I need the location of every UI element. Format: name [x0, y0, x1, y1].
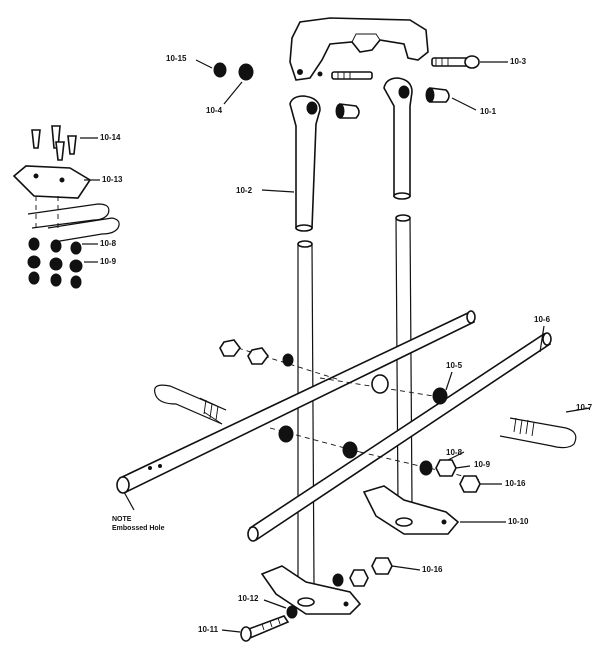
label-10-8-inset: 10-8 — [100, 239, 117, 248]
label-10-5: 10-5 — [446, 361, 463, 370]
label-10-1: 10-1 — [480, 107, 497, 116]
top-bracket — [289, 17, 429, 81]
left-leg — [297, 240, 315, 585]
label-10-2: 10-2 — [236, 186, 253, 195]
label-10-11: 10-11 — [198, 625, 219, 634]
label-10-14: 10-14 — [100, 133, 121, 142]
label-10-15: 10-15 — [166, 54, 187, 63]
label-10-16-right: 10-16 — [505, 479, 526, 488]
embossed-hole-note: NOTE Embossed Hole — [112, 516, 165, 534]
center-bolt — [331, 71, 373, 80]
label-10-8: 10-8 — [446, 448, 463, 457]
hardware-cluster-upper — [219, 339, 453, 405]
label-10-9-inset: 10-9 — [100, 257, 117, 266]
upper-right-tube — [383, 77, 413, 200]
label-10-9: 10-9 — [474, 460, 491, 469]
upper-left-tube — [289, 95, 321, 232]
foot-plate-right — [362, 485, 506, 535]
bushing-10-1 — [335, 87, 477, 119]
label-10-10: 10-10 — [508, 517, 529, 526]
label-10-16-bottom: 10-16 — [422, 565, 443, 574]
bolt-10-3 — [431, 55, 508, 69]
label-10-3: 10-3 — [510, 57, 527, 66]
bolt-10-11 — [221, 599, 298, 642]
back-cross-tube — [116, 310, 476, 494]
note-text: Embossed Hole — [112, 524, 165, 532]
label-10-7: 10-7 — [576, 403, 593, 412]
foot-plate-left — [260, 557, 421, 615]
inset-seat-bracket — [12, 125, 120, 289]
hardware-cluster-lower — [278, 425, 502, 493]
u-bolt-right — [499, 407, 591, 449]
label-10-13: 10-13 — [102, 175, 123, 184]
label-10-4: 10-4 — [206, 106, 223, 115]
u-bolt-left — [154, 384, 227, 425]
label-10-12: 10-12 — [238, 594, 259, 603]
nut-10-15 — [195, 59, 254, 105]
label-10-6: 10-6 — [534, 315, 551, 324]
note-title: NOTE — [112, 516, 132, 523]
right-leg — [395, 214, 413, 505]
